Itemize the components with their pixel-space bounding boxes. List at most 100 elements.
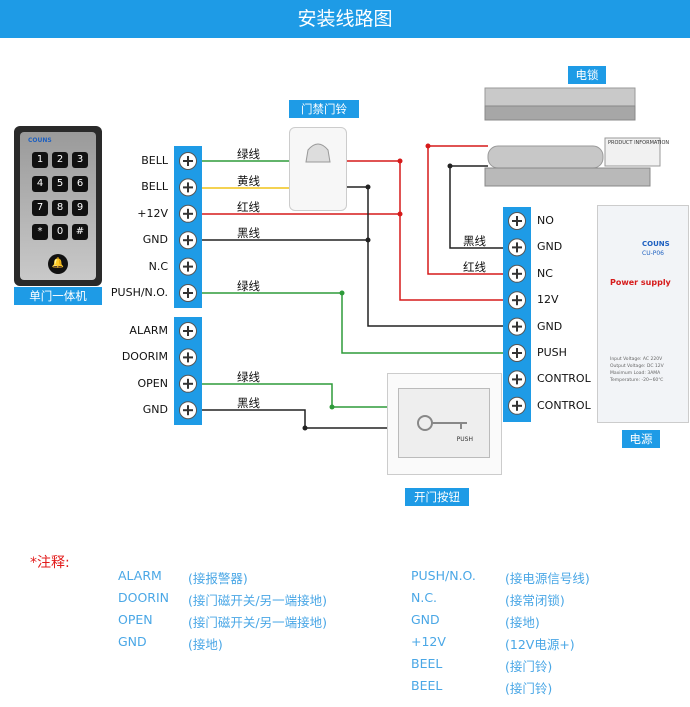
power-spec-line: Input Voltage: AC 220V [610, 357, 663, 362]
right-terminal-label: CONTROL [537, 398, 591, 412]
exit-button-label: PUSH [456, 436, 473, 443]
keypad-key: 9 [72, 200, 88, 216]
terminal-screws [179, 152, 526, 420]
key-icon [417, 415, 467, 431]
left-terminal-label: +12V [137, 206, 168, 220]
note-desc: (接常闭锁) [505, 593, 565, 608]
terminal-screw [179, 231, 197, 250]
doorbell-caption: 门禁门铃 [289, 100, 359, 118]
left-terminal-label: GND [142, 403, 168, 417]
terminal-screw [179, 322, 197, 340]
keypad-caption: 单门一体机 [14, 287, 102, 305]
note-desc: (接地) [505, 615, 540, 630]
keypad-key: 6 [72, 176, 88, 192]
wire-label-black-gnd: 黑线 [237, 396, 260, 410]
note-desc: (接地) [188, 637, 223, 652]
notes-title: *注释: [30, 555, 70, 571]
note-term: ALARM [118, 568, 162, 583]
wire-label-lock-red: 红线 [463, 260, 486, 274]
wire-label-green-push: 绿线 [237, 279, 260, 293]
exit-button-caption: 开门按钮 [405, 488, 469, 506]
doorbell-image [289, 127, 347, 211]
lock-caption: 电锁 [568, 66, 606, 84]
note-desc: (接门铃) [505, 659, 553, 674]
right-terminal-label: CONTROL [537, 372, 591, 386]
terminal-screw [179, 204, 197, 223]
note-desc: (12V电源+) [505, 637, 575, 652]
right-terminal-label: GND [537, 240, 563, 254]
keypad-key: 0 [52, 224, 68, 240]
terminal-screw [179, 257, 197, 276]
keypad-key: # [72, 224, 88, 240]
power-spec-line: Maximum Load: 3AMA [610, 371, 661, 376]
wire-label-green-open: 绿线 [237, 370, 260, 384]
note-term: OPEN [118, 612, 153, 627]
lock-plate: PRODUCT INFORMATION [608, 140, 670, 146]
right-terminal-label: NC [537, 266, 553, 280]
terminal-screw [508, 264, 526, 283]
keypad-brand: COUNS [28, 137, 52, 144]
note-desc: (接门磁开关/另一端接地) [188, 615, 327, 630]
terminal-screw [508, 238, 526, 257]
terminal-screw [179, 401, 197, 420]
keypad-key: 2 [52, 152, 68, 168]
wire-label-green: 绿线 [237, 147, 260, 161]
terminal-screw [179, 374, 197, 393]
terminal-screw [508, 344, 526, 362]
power-model: CU-P06 [642, 250, 664, 257]
exit-button-plate: PUSH [398, 388, 490, 458]
left-terminal-label: OPEN [137, 376, 168, 390]
wire-label-yellow: 黄线 [237, 174, 260, 188]
left-terminal-label: BELL [141, 154, 168, 167]
keypad-key: 4 [32, 176, 48, 192]
left-terminal-label: GND [142, 233, 168, 247]
note-desc: (接门磁开关/另一端接地) [188, 593, 327, 608]
keypad-key: 7 [32, 200, 48, 216]
keypad-key: 8 [52, 200, 68, 216]
terminal-screw [179, 348, 197, 367]
right-terminal-label: 12V [537, 293, 559, 307]
keypad-key: 3 [72, 152, 88, 168]
power-supply-image: COUNS CU-P06 Power supply Input Voltage:… [597, 205, 689, 423]
note-term: N.C. [411, 590, 438, 605]
right-terminal-label: GND [537, 319, 563, 333]
note-desc: (接报警器) [188, 571, 248, 586]
page-title: 安装线路图 [0, 0, 690, 38]
terminal-screw [508, 370, 526, 389]
right-terminal-label: NO [537, 214, 554, 227]
note-term: BEEL [411, 656, 443, 671]
terminal-screw [508, 317, 526, 336]
power-spec-line: Temperature: -20~60℃ [610, 378, 664, 383]
wire-label-black: 黑线 [237, 226, 260, 240]
wire-label-red: 红线 [237, 200, 260, 214]
keypad-key: * [32, 224, 48, 240]
left-terminal-label: DOORIM [121, 350, 168, 364]
bell-icon: 🔔 [48, 254, 68, 274]
note-term: PUSH/N.O. [411, 568, 476, 583]
left-terminal-block-top [174, 146, 202, 308]
note-term: GND [118, 634, 147, 649]
terminal-screw [508, 212, 526, 230]
terminal-screw [179, 178, 197, 197]
left-terminal-label: BELL [141, 180, 168, 194]
exit-button-image: PUSH [387, 373, 502, 475]
note-term: +12V [411, 634, 446, 649]
note-term: GND [411, 612, 440, 627]
wire-label-lock-black: 黑线 [463, 234, 486, 248]
right-terminal-label: PUSH [537, 346, 567, 359]
note-term: BEEL [411, 678, 443, 693]
power-title: Power supply [610, 278, 671, 287]
terminal-screw [508, 396, 526, 415]
terminal-screw [508, 291, 526, 310]
left-terminal-label: N.C [148, 259, 168, 273]
magnetic-lock-image [484, 87, 661, 187]
power-brand: COUNS [642, 240, 670, 248]
left-terminal-label: PUSH/N.O. [110, 286, 168, 299]
keypad-key: 5 [52, 176, 68, 192]
terminal-screw [179, 284, 197, 302]
terminal-screw [179, 152, 197, 170]
note-term: DOORIN [118, 590, 170, 605]
